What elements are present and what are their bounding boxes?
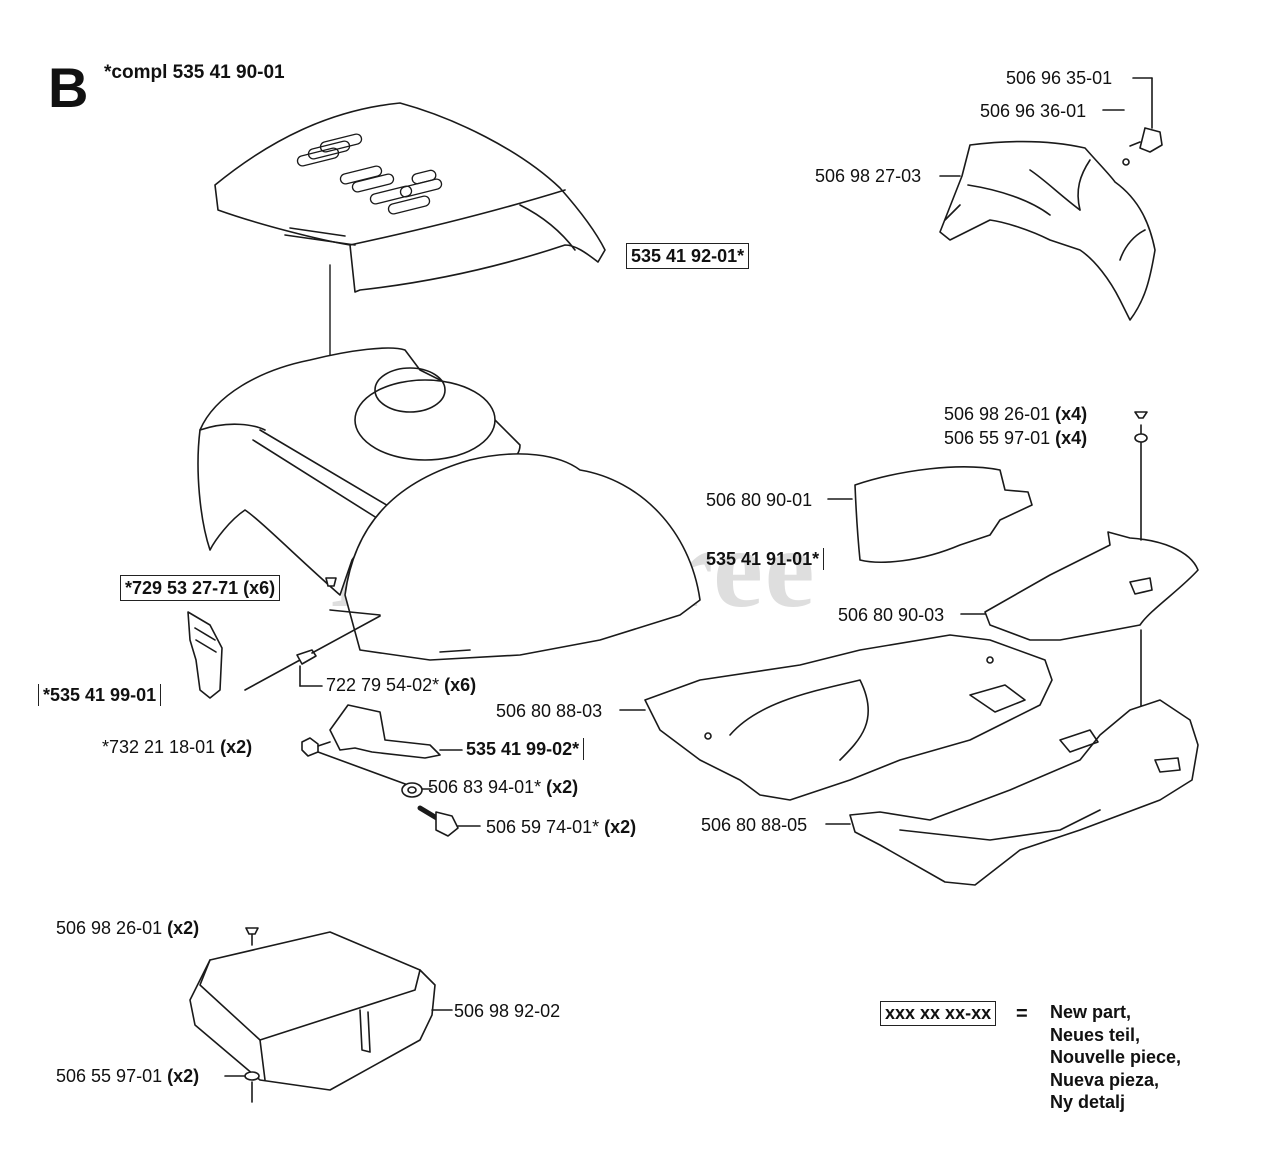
label-506809003[interactable]: 506 80 90-03	[838, 605, 945, 625]
screw-part	[325, 577, 337, 587]
label-535419101-new[interactable]: 535 41 91-01*	[706, 548, 825, 570]
label-506982601-x4[interactable]: 506 98 26-01 (x4)	[944, 403, 1087, 425]
legend-code-box: xxx xx xx-xx	[880, 1001, 997, 1026]
legend-line: New part,	[1050, 1002, 1132, 1022]
right-bracket-part	[329, 704, 463, 759]
label-506559701-x4[interactable]: 506 55 97-01 (x4)	[944, 427, 1087, 449]
upper-guard-part	[939, 140, 1156, 321]
section-letter: B	[48, 56, 89, 119]
label-506559701-x2[interactable]: 506 55 97-01 (x2)	[56, 1065, 199, 1087]
legend-text: New part, Neues teil, Nouvelle piece, Nu…	[1050, 1001, 1181, 1114]
label-732211801-text: *732 21 18-01	[102, 737, 216, 757]
label-506839401-x2[interactable]: 506 83 94-01* (x2)	[428, 776, 578, 798]
bolt-part	[417, 805, 481, 837]
bottom-base-part	[825, 699, 1199, 886]
left-bracket-part	[187, 611, 223, 699]
label-506989202[interactable]: 506 98 92-02	[454, 1001, 561, 1021]
label-506559701b-text: 506 55 97-01	[56, 1066, 163, 1086]
label-506963601[interactable]: 506 96 36-01	[980, 101, 1087, 121]
rivet-part	[244, 615, 381, 691]
qty-x4: (x4)	[1055, 428, 1088, 448]
label-722795402-x6[interactable]: 722 79 54-02* (x6)	[326, 674, 476, 696]
small-plate-part	[827, 466, 1033, 563]
assembly-number: *compl 535 41 90-01	[104, 62, 285, 83]
qty-x2: (x2)	[167, 918, 200, 938]
legend-line: Neues teil,	[1050, 1024, 1141, 1045]
qty-x2: (x2)	[167, 1066, 200, 1086]
main-housing-part	[197, 347, 701, 661]
box-screw-part	[245, 927, 259, 946]
label-535419902-new[interactable]: 535 41 99-02*	[466, 738, 585, 760]
label-535419201-new[interactable]: 535 41 92-01*	[626, 243, 750, 269]
top-right-screw-part	[939, 77, 1163, 177]
label-506839401-text: 506 83 94-01*	[428, 777, 542, 797]
qty-x2: (x2)	[220, 737, 253, 757]
label-506808805[interactable]: 506 80 88-05	[701, 815, 808, 835]
label-506982703[interactable]: 506 98 27-03	[815, 166, 922, 186]
plate-screw-part	[1134, 411, 1148, 443]
nut-part	[301, 737, 409, 786]
legend-line: Ny detalj	[1050, 1092, 1126, 1112]
label-506559701-text: 506 55 97-01	[944, 428, 1051, 448]
qty-x2: (x2)	[604, 817, 637, 837]
qty-x4: (x4)	[1055, 404, 1088, 424]
qty-x2: (x2)	[546, 777, 579, 797]
washer-part	[401, 782, 433, 798]
legend-equals: =	[1016, 1003, 1028, 1025]
base-plate-part	[619, 634, 1053, 801]
legend-line: Nouvelle piece,	[1050, 1047, 1182, 1067]
label-722795402-text: 722 79 54-02*	[326, 675, 440, 695]
top-cover-part	[214, 102, 606, 293]
label-535419901-new[interactable]: *535 41 99-01	[38, 684, 162, 706]
label-506982601b-text: 506 98 26-01	[56, 918, 163, 938]
label-506963501[interactable]: 506 96 35-01	[1006, 68, 1113, 88]
label-729532771-new[interactable]: *729 53 27-71 (x6)	[120, 575, 281, 601]
foam-plate-part	[960, 424, 1199, 713]
label-732211801-x2[interactable]: *732 21 18-01 (x2)	[102, 736, 252, 758]
box-cover-part	[189, 931, 453, 1091]
label-506809001[interactable]: 506 80 90-01	[706, 490, 813, 510]
label-506982601-text: 506 98 26-01	[944, 404, 1051, 424]
label-506808803[interactable]: 506 80 88-03	[496, 701, 603, 721]
qty-x6: (x6)	[444, 675, 477, 695]
box-washer-part	[224, 1071, 260, 1103]
legend-line: Nueva pieza,	[1050, 1069, 1160, 1090]
label-506982601-x2[interactable]: 506 98 26-01 (x2)	[56, 917, 199, 939]
label-506597401-x2[interactable]: 506 59 74-01* (x2)	[486, 816, 636, 838]
label-506597401-text: 506 59 74-01*	[486, 817, 600, 837]
